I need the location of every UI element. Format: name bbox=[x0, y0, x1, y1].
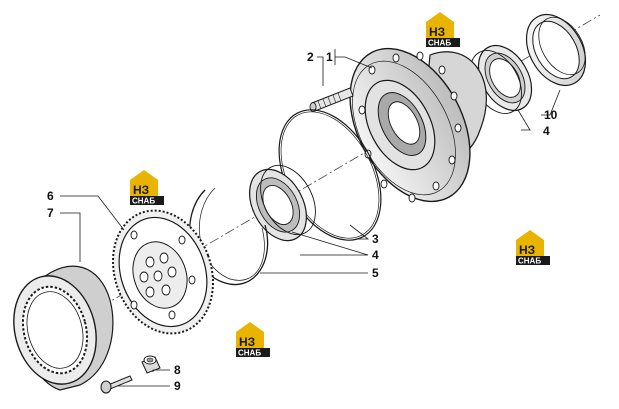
callout-2: 2 bbox=[307, 50, 314, 64]
callout-4-upper: 4 bbox=[543, 124, 550, 138]
logo-word: СНАБ bbox=[428, 39, 451, 48]
bolt bbox=[100, 375, 133, 394]
wheel-hub bbox=[349, 47, 487, 203]
gear-carrier bbox=[112, 209, 214, 335]
logo-word: СНАБ bbox=[518, 257, 541, 266]
logo-mark: НЗ bbox=[239, 335, 255, 349]
watermark-logo-1: НЗ СНАБ bbox=[426, 12, 460, 48]
watermark-logo-2: НЗ СНАБ bbox=[130, 170, 164, 206]
logo-mark: НЗ bbox=[133, 183, 149, 197]
callout-5: 5 bbox=[372, 266, 379, 280]
ring-gear bbox=[13, 265, 114, 391]
lower-bearing bbox=[249, 164, 316, 242]
wheel-stud bbox=[309, 87, 354, 112]
snap-ring bbox=[189, 187, 269, 286]
watermark-logo-4: НЗ СНАБ bbox=[236, 322, 270, 358]
callout-9: 9 bbox=[174, 379, 181, 393]
logo-word: СНАБ bbox=[238, 349, 261, 358]
watermark-logo-3: НЗ СНАБ bbox=[516, 230, 550, 266]
callout-7: 7 bbox=[47, 206, 54, 220]
leader-lines bbox=[60, 49, 561, 387]
callout-10: 10 bbox=[544, 108, 558, 122]
callout-8: 8 bbox=[174, 363, 181, 377]
callout-1: 1 bbox=[326, 50, 333, 64]
callout-6: 6 bbox=[47, 189, 54, 203]
logo-word: СНАБ bbox=[132, 197, 155, 206]
seal-ring bbox=[525, 14, 587, 86]
callout-3: 3 bbox=[372, 232, 379, 246]
logo-mark: НЗ bbox=[519, 243, 535, 257]
logo-mark: НЗ bbox=[429, 25, 445, 39]
bushing bbox=[141, 355, 161, 374]
upper-bearing bbox=[470, 44, 533, 114]
callout-4-lower: 4 bbox=[372, 248, 379, 262]
